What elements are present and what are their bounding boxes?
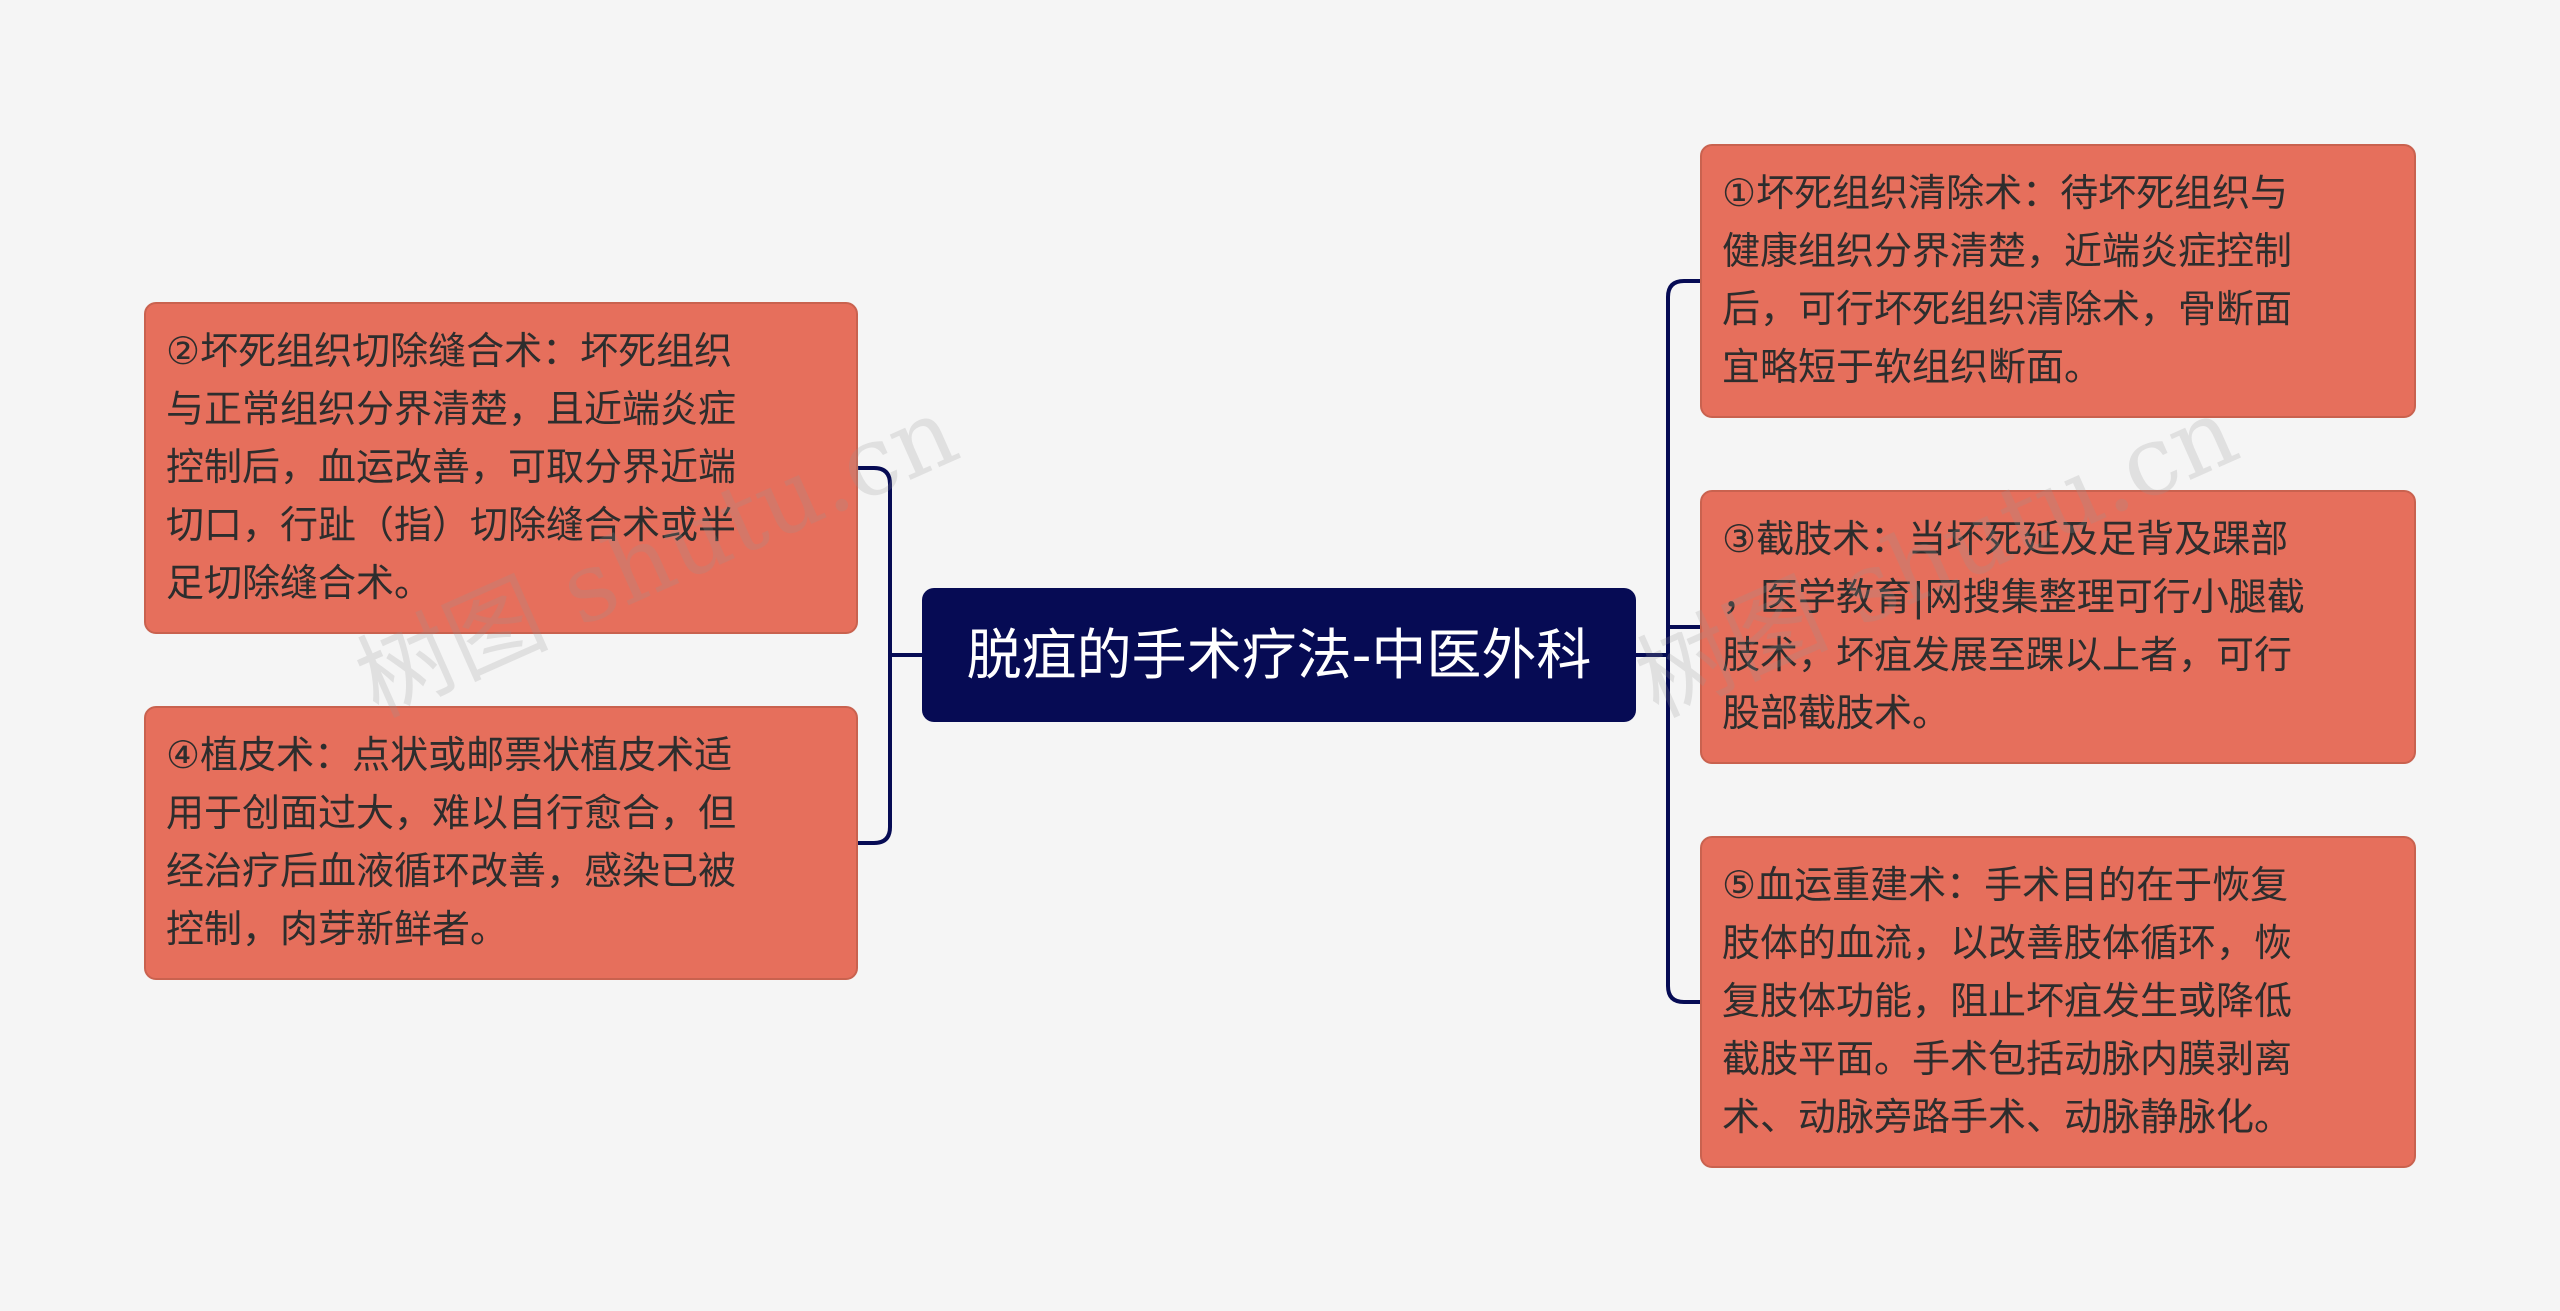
branch-node-excision-suture[interactable]: ②坏死组织切除缝合术：坏死组织 与正常组织分界清楚，且近端炎症 控制后，血运改善…: [144, 302, 858, 634]
central-topic-node[interactable]: 脱疽的手术疗法-中医外科: [922, 588, 1636, 722]
branch-node-amputation[interactable]: ③截肢术：当坏死延及足背及踝部 ，医学教育|网搜集整理可行小腿截 肢术，坏疽发展…: [1700, 490, 2416, 764]
branch-node-revascularization[interactable]: ⑤血运重建术：手术目的在于恢复 肢体的血流，以改善肢体循环，恢 复肢体功能，阻止…: [1700, 836, 2416, 1168]
connector-right-bracket: [1666, 279, 1700, 1004]
branch-node-debridement[interactable]: ①坏死组织清除术：待坏死组织与 健康组织分界清楚，近端炎症控制 后，可行坏死组织…: [1700, 144, 2416, 418]
connector-left-bracket: [858, 466, 892, 845]
branch-node-skin-graft[interactable]: ④植皮术：点状或邮票状植皮术适 用于创面过大，难以自行愈合，但 经治疗后血液循环…: [144, 706, 858, 980]
